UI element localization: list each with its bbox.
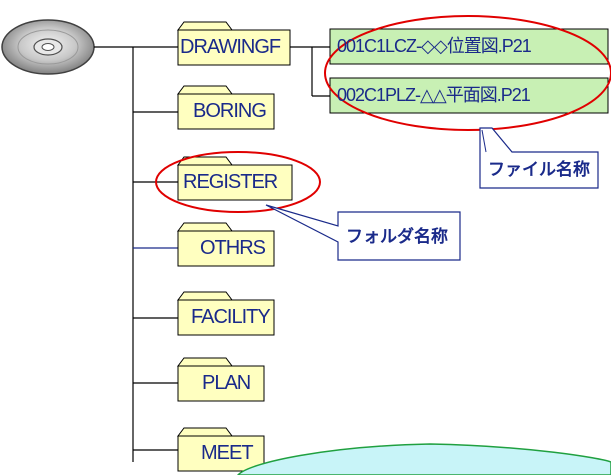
- callout-folder-name: [265, 204, 461, 261]
- folder-label-plan: PLAN: [202, 372, 251, 394]
- folder-othrs[interactable]: [177, 222, 275, 267]
- note-shape: [236, 443, 611, 475]
- folder-label-facility: FACILITY: [191, 306, 271, 328]
- callout-file-name: [479, 127, 599, 189]
- folder-label-boring: BORING: [193, 100, 267, 122]
- folder-plan[interactable]: [177, 357, 265, 402]
- folder-highlight-ellipse: [155, 151, 321, 213]
- cd-disc-icon: [1, 19, 95, 75]
- file-highlight-ellipse: [324, 15, 611, 131]
- folder-label-othrs: OTHRS: [200, 237, 266, 259]
- callout-file-pointer: [481, 129, 487, 153]
- callout-label-file-name: ファイル名称: [488, 160, 590, 179]
- folder-meet[interactable]: [177, 427, 265, 472]
- file-item-1[interactable]: [329, 28, 609, 65]
- folder-label-drawingf: DRAWINGF: [180, 36, 281, 58]
- callout-label-folder-name: フォルダ名称: [346, 227, 448, 246]
- tree-lines: [94, 46, 330, 462]
- folder-label-register: REGISTER: [183, 171, 278, 193]
- folder-register[interactable]: [177, 156, 293, 201]
- folder-boring[interactable]: [177, 85, 275, 130]
- folder-label-meet: MEET: [201, 442, 254, 464]
- folder-facility[interactable]: [177, 291, 275, 336]
- file-label-2: 002C1PLZ-△△平面図.P21: [337, 85, 531, 105]
- folder-drawingf[interactable]: [177, 21, 291, 66]
- file-label-1: 001C1LCZ-◇◇位置図.P21: [337, 36, 532, 56]
- file-item-2[interactable]: [329, 77, 609, 114]
